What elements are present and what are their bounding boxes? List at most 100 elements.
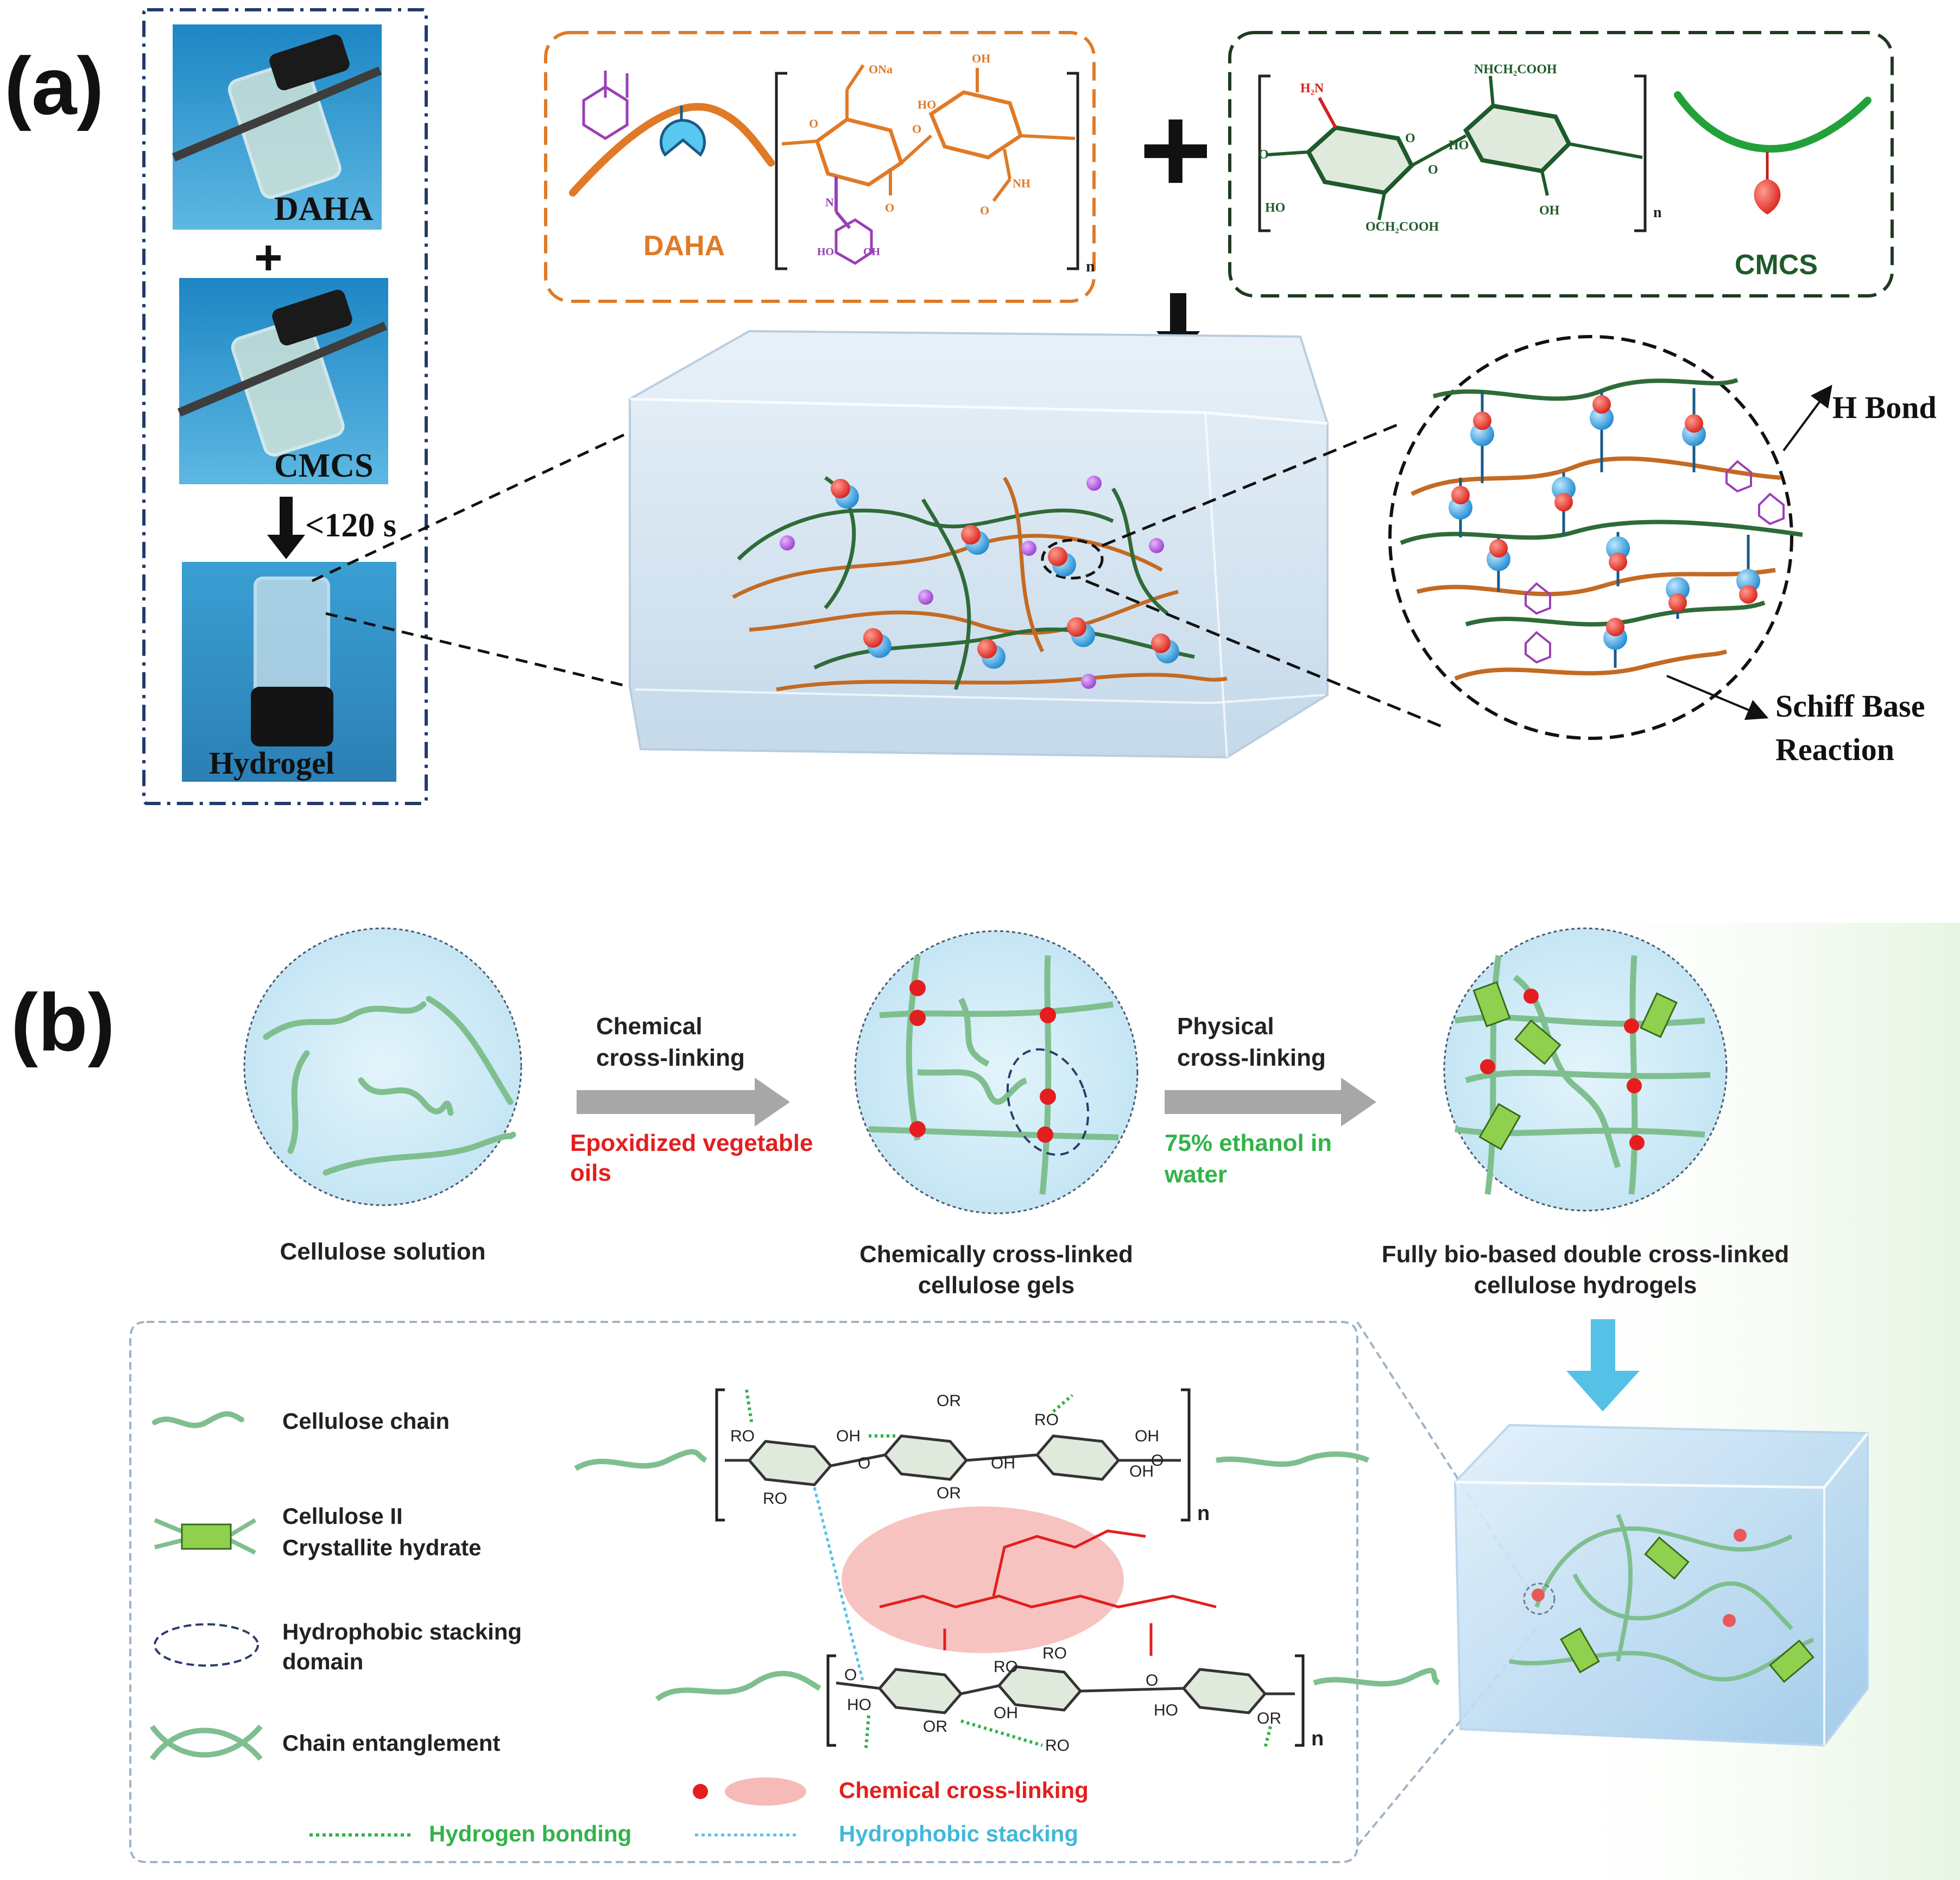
crystallite-blocks (1472, 981, 1678, 1150)
crosslink-nodes (780, 476, 1179, 689)
h-bond-pointer (1782, 384, 1832, 452)
daha-name-label: DAHA (643, 230, 725, 262)
svg-text:OH: OH (1129, 1463, 1154, 1480)
arrow-2-top-line2: cross-linking (1177, 1045, 1326, 1071)
svg-text:RO: RO (1042, 1644, 1067, 1662)
svg-text:O: O (912, 122, 921, 136)
svg-text:HO: HO (817, 246, 834, 258)
chemical-crosslink-dot (693, 1784, 708, 1799)
arrow-1-bottom-line2: oils (570, 1160, 611, 1186)
svg-text:OH: OH (991, 1454, 1015, 1472)
hydrogel-photo-label: Hydrogel (209, 745, 334, 781)
detail-crosslinks (1449, 388, 1785, 668)
legend-crystallite: Cellulose II Crystallite hydrate (154, 1503, 481, 1560)
hydrogel-network-block (629, 330, 1329, 759)
hydrophobic-legend: Hydrophobic stacking (839, 1821, 1078, 1846)
step-2-caption-line2: cellulose gels (918, 1272, 1075, 1299)
chemical-crosslink-legend: Chemical cross-linking (839, 1777, 1089, 1803)
step-2-caption-line1: Chemically cross-linked (859, 1241, 1133, 1268)
svg-text:NHCH₂COOH: NHCH₂COOH (1474, 62, 1557, 77)
svg-text:ONa: ONa (869, 62, 893, 76)
svg-text:RO: RO (1045, 1737, 1070, 1755)
zoom-line-3 (1102, 422, 1401, 547)
svg-text:OH: OH (994, 1704, 1018, 1722)
svg-text:OR: OR (923, 1718, 947, 1736)
svg-text:N: N (825, 195, 834, 209)
cmcs-vial-photo: CMCS (177, 278, 388, 484)
gelation-time-label: <120 s (305, 507, 396, 544)
h-bond-label: H Bond (1832, 390, 1937, 425)
svg-text:O: O (809, 117, 818, 130)
legend-hydrophobic-domain: Hydrophobic stacking domain (154, 1619, 522, 1674)
schiff-base-label-line1: Schiff Base (1775, 688, 1925, 724)
svg-text:O: O (844, 1666, 857, 1684)
svg-text:n: n (1197, 1502, 1210, 1525)
legend-chain-entanglement: Chain entanglement (149, 1724, 500, 1761)
legend-frame (129, 1321, 1358, 1863)
svg-text:O: O (1259, 148, 1269, 162)
svg-text:H₂N: H₂N (1300, 81, 1324, 96)
svg-text:Cellulose chain: Cellulose chain (282, 1408, 450, 1434)
svg-text:domain: domain (282, 1649, 363, 1674)
svg-text:O: O (858, 1454, 870, 1472)
arrow-2-bottom-line2: water (1164, 1161, 1227, 1188)
double-crosslinked-circle (1443, 927, 1728, 1212)
chemical-crosslink-ellipse (725, 1777, 806, 1806)
svg-text:O: O (1151, 1452, 1164, 1470)
hydrogen-bond-legend: Hydrogen bonding (429, 1821, 631, 1846)
svg-text:RO: RO (1034, 1411, 1059, 1429)
arrow-1-top-line2: cross-linking (596, 1045, 745, 1071)
svg-text:O: O (1146, 1672, 1158, 1689)
daha-photo-label: DAHA (274, 191, 374, 227)
hydrogel-vial-photo: Hydrogel (182, 562, 396, 782)
svg-text:n: n (1311, 1727, 1324, 1750)
svg-text:HO: HO (918, 98, 936, 111)
cmcs-structure-box: n H₂N NHCH₂COOH HO HO OCH₂COOH OH O O O … (1228, 31, 1894, 297)
cmcs-name-label: CMCS (1735, 249, 1818, 281)
crosslink-chemical-structure: n RO OH RO O OR OH OR RO OH OH O n (574, 1388, 1440, 1755)
schiff-base-label-line2: Reaction (1775, 732, 1894, 767)
reactant-plus-sign: + (1139, 80, 1212, 219)
svg-text:OH: OH (836, 1427, 861, 1445)
daha-repeat-n: n (1086, 257, 1095, 275)
chemical-gel-circle (854, 930, 1139, 1214)
arrow-1 (577, 1078, 790, 1126)
zoom-down-arrow (1566, 1319, 1640, 1411)
svg-text:NH: NH (1013, 176, 1030, 190)
svg-text:HO: HO (1449, 138, 1469, 153)
daha-vial-photo: DAHA (172, 24, 382, 230)
svg-text:HO: HO (1265, 201, 1285, 215)
daha-structure-box: DAHA n ONa OH HO NH O O O O N HO OH (544, 31, 1096, 303)
svg-text:RO: RO (730, 1427, 755, 1445)
svg-text:OH: OH (1135, 1427, 1159, 1445)
gelation-arrow (267, 497, 305, 559)
svg-text:Hydrophobic stacking: Hydrophobic stacking (282, 1619, 522, 1644)
legend-cellulose-chain: Cellulose chain (152, 1408, 450, 1434)
svg-text:O: O (980, 204, 989, 217)
svg-text:OH: OH (972, 52, 990, 65)
panel-b-label: (b) (11, 977, 115, 1068)
svg-text:Crystallite hydrate: Crystallite hydrate (282, 1535, 481, 1560)
svg-text:O: O (1405, 131, 1415, 145)
svg-text:O: O (1428, 163, 1438, 177)
photo-plus-sign: + (254, 231, 283, 285)
arrow-2-bottom-line1: 75% ethanol in (1165, 1130, 1332, 1156)
photo-column-frame (142, 8, 428, 805)
step-3-caption-line2: cellulose hydrogels (1474, 1272, 1697, 1299)
cmcs-photo-label: CMCS (274, 447, 374, 484)
svg-text:OR: OR (1257, 1710, 1281, 1727)
svg-text:RO: RO (994, 1658, 1018, 1676)
step-1-caption: Cellulose solution (280, 1238, 486, 1265)
step-3-caption-line1: Fully bio-based double cross-linked (1382, 1241, 1790, 1268)
cellulose-solution-circle (243, 927, 522, 1206)
svg-text:OCH₂COOH: OCH₂COOH (1365, 220, 1439, 234)
svg-text:OR: OR (937, 1484, 961, 1502)
arrow-1-top-line1: Chemical (596, 1013, 703, 1040)
zoom-line-2 (325, 612, 630, 688)
arrow-2 (1165, 1078, 1376, 1126)
svg-text:RO: RO (763, 1490, 787, 1508)
svg-text:OH: OH (863, 246, 881, 258)
svg-text:HO: HO (847, 1696, 871, 1714)
svg-text:OH: OH (1539, 204, 1560, 218)
